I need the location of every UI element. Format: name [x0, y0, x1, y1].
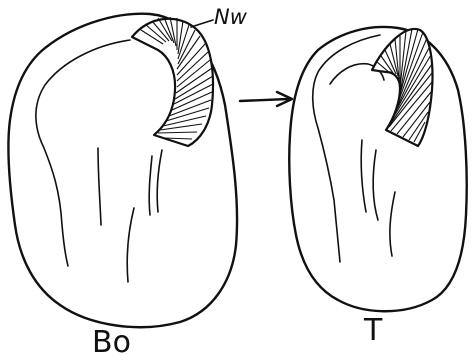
- band-label: Nw: [214, 5, 248, 29]
- band-label-leader: [191, 20, 213, 27]
- right-groove-3: [390, 192, 395, 256]
- left-groove-2: [127, 208, 134, 282]
- left-groove-3: [149, 156, 152, 215]
- left-groove-4: [157, 150, 162, 212]
- right-groove-2: [373, 150, 378, 220]
- transition-arrow: [240, 92, 292, 106]
- right-embryo-label: T: [363, 313, 383, 348]
- right-groove-1: [361, 140, 366, 212]
- right-neural-band: [372, 29, 433, 146]
- left-neural-band: [132, 17, 213, 146]
- right-embryo: [289, 27, 466, 311]
- left-embryo: [8, 14, 237, 327]
- left-embryo-label: Bo: [92, 325, 131, 358]
- left-groove-1: [98, 148, 101, 225]
- left-inner-fold: [36, 40, 130, 266]
